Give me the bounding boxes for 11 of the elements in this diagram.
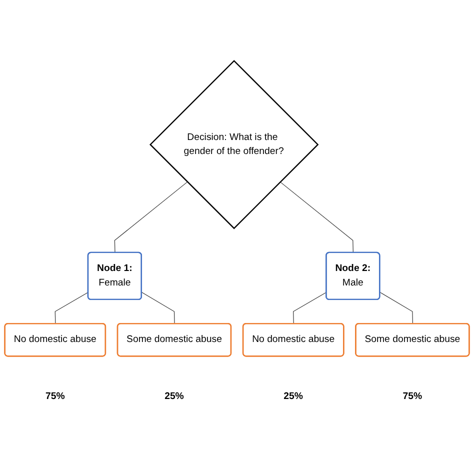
connector (280, 182, 354, 254)
connector (141, 292, 175, 324)
connector (114, 182, 188, 254)
node-label: 75% (402, 391, 422, 402)
connector (293, 292, 327, 324)
node-label: 25% (284, 391, 303, 402)
connector (54, 292, 89, 324)
node-label: 75% (45, 391, 65, 402)
node-label: 25% (164, 391, 184, 402)
connector (380, 292, 414, 324)
node-diamond: Decision: What is the gender of the offender? (149, 60, 319, 230)
